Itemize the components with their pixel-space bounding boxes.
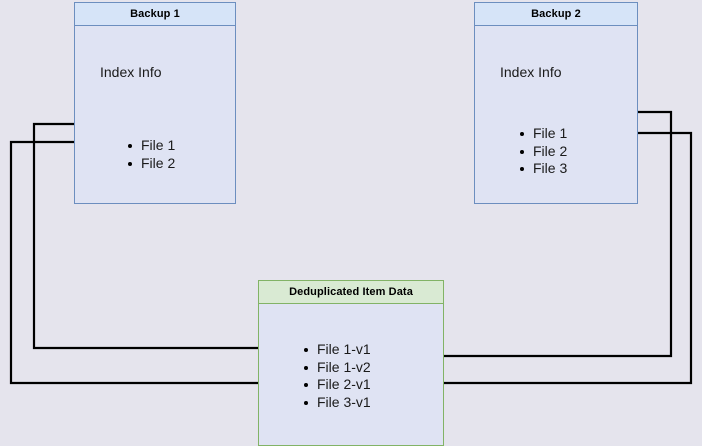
list-item: File 3 — [517, 160, 567, 178]
node-deduplicated-item-data[interactable]: Deduplicated Item Data File 1-v1 File 1-… — [258, 280, 444, 446]
node-deduplicated-item-data-file-list: File 1-v1 File 1-v2 File 2-v1 File 3-v1 — [301, 341, 371, 411]
node-backup-1-body: Index Info File 1 File 2 — [75, 26, 235, 203]
node-backup-2-index-label: Index Info — [500, 64, 562, 80]
node-backup-2-file-list: File 1 File 2 File 3 — [517, 125, 567, 178]
node-backup-2-body: Index Info File 1 File 2 File 3 — [475, 26, 637, 203]
node-backup-1-index-label: Index Info — [100, 64, 162, 80]
list-item: File 2-v1 — [301, 376, 371, 394]
list-item: File 1 — [517, 125, 567, 143]
node-backup-2[interactable]: Backup 2 Index Info File 1 File 2 File 3 — [474, 2, 638, 204]
list-item: File 2 — [517, 143, 567, 161]
node-deduplicated-item-data-body: File 1-v1 File 1-v2 File 2-v1 File 3-v1 — [259, 304, 443, 445]
list-item: File 3-v1 — [301, 394, 371, 412]
list-item: File 1 — [125, 137, 175, 155]
node-backup-2-header: Backup 2 — [475, 3, 637, 26]
node-backup-1[interactable]: Backup 1 Index Info File 1 File 2 — [74, 2, 236, 204]
node-backup-1-file-list: File 1 File 2 — [125, 137, 175, 172]
node-backup-1-header: Backup 1 — [75, 3, 235, 26]
list-item: File 2 — [125, 155, 175, 173]
list-item: File 1-v1 — [301, 341, 371, 359]
node-deduplicated-item-data-header: Deduplicated Item Data — [259, 281, 443, 304]
list-item: File 1-v2 — [301, 359, 371, 377]
